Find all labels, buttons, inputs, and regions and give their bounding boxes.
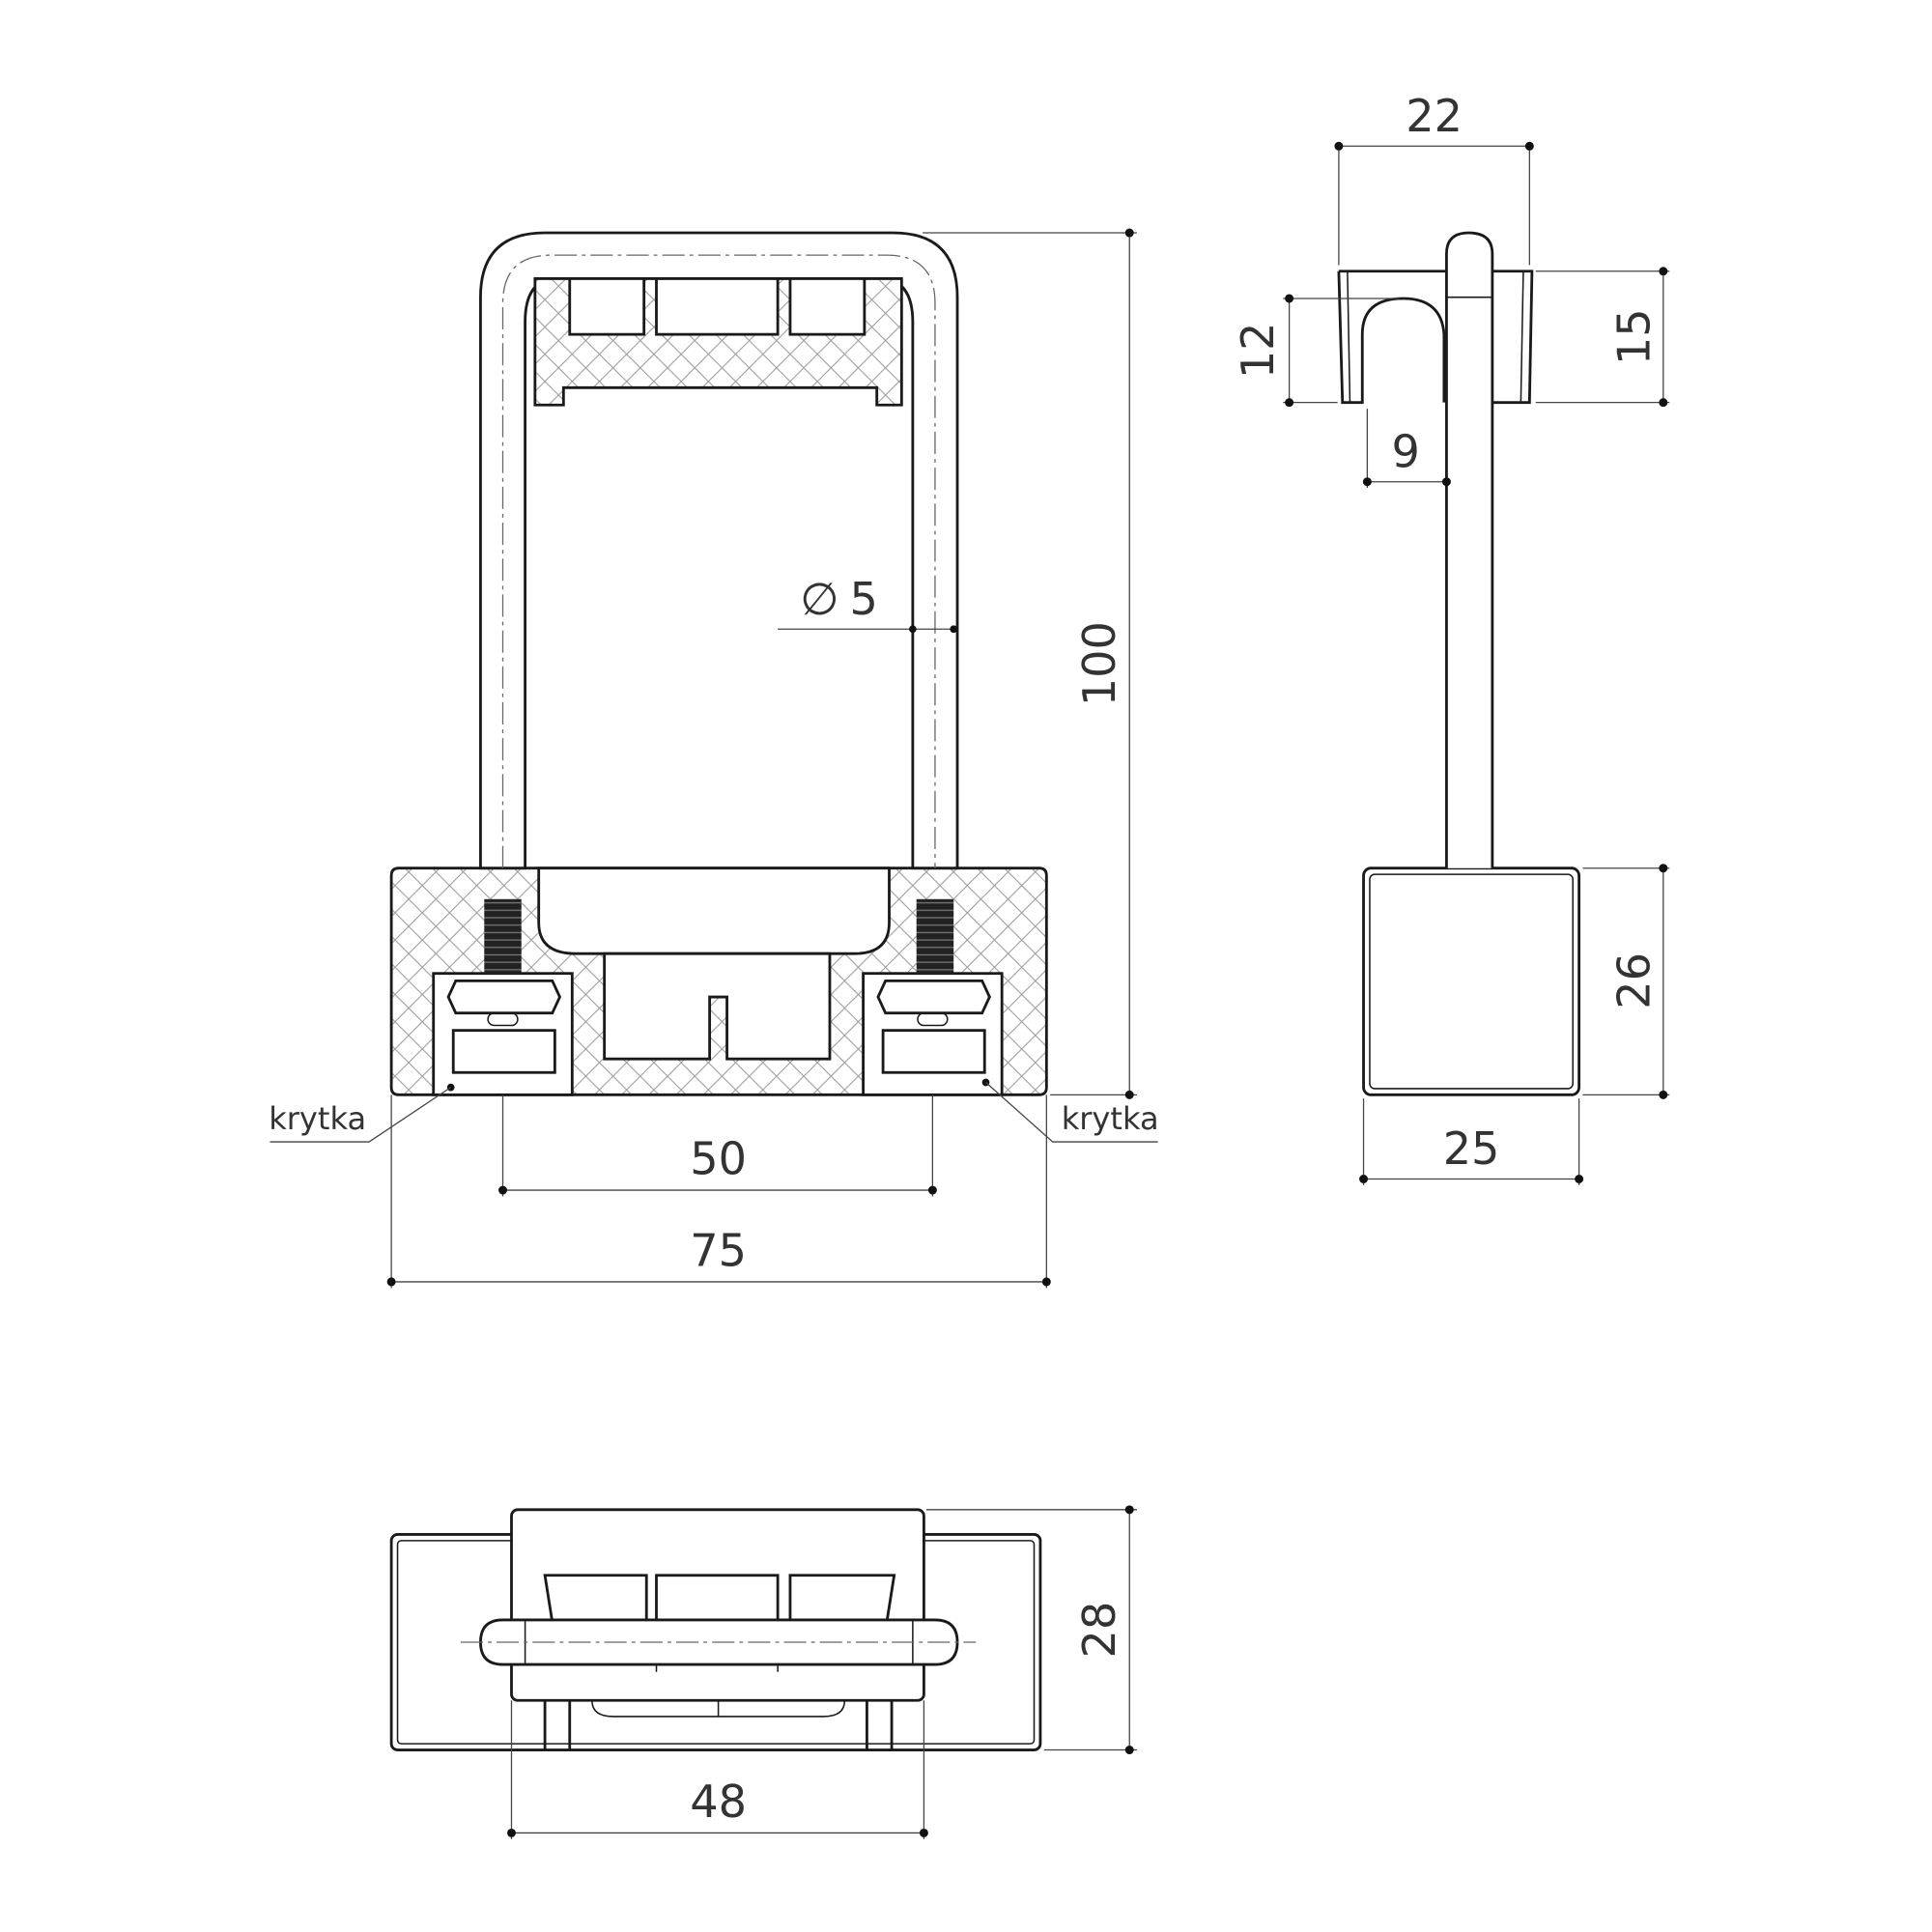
label-cap-right: krytka bbox=[1062, 1100, 1159, 1137]
front-view: 100 50 75 ∅ 5 krytka krytka bbox=[269, 228, 1159, 1289]
dim-depth: 28 bbox=[1073, 1602, 1125, 1659]
dim-rod-diameter: 5 bbox=[849, 573, 877, 625]
top-view: 28 48 bbox=[389, 1505, 1137, 1839]
dim-height: 100 bbox=[1073, 621, 1125, 706]
cap-right bbox=[881, 1029, 986, 1074]
thread-right bbox=[916, 898, 954, 974]
label-cap-left: krytka bbox=[269, 1100, 366, 1137]
dim-base-height: 26 bbox=[1608, 952, 1661, 1009]
side-rod bbox=[1445, 231, 1494, 868]
dim-width: 75 bbox=[690, 1224, 747, 1276]
center-box bbox=[603, 952, 832, 1061]
dim-slot-height: 12 bbox=[1232, 322, 1284, 379]
dim-clip-width: 22 bbox=[1406, 90, 1463, 142]
diameter-symbol: ∅ bbox=[800, 573, 838, 625]
base-cavity bbox=[537, 867, 891, 955]
dim-base-width: 25 bbox=[1443, 1122, 1500, 1175]
thread-left bbox=[484, 898, 522, 974]
dim-bolt-spacing: 50 bbox=[690, 1132, 747, 1184]
side-view: 22 15 12 9 26 25 bbox=[1232, 90, 1670, 1185]
dim-slot-width: 9 bbox=[1391, 425, 1419, 477]
nut-right bbox=[876, 979, 991, 1015]
side-base bbox=[1362, 867, 1581, 1096]
nut-left bbox=[446, 979, 562, 1015]
dim-line-height bbox=[923, 232, 1137, 1095]
dim-clip-height: 15 bbox=[1608, 308, 1661, 365]
dim-body-width: 48 bbox=[690, 1776, 747, 1828]
side-clip bbox=[1337, 270, 1534, 405]
cap-left bbox=[451, 1029, 556, 1074]
